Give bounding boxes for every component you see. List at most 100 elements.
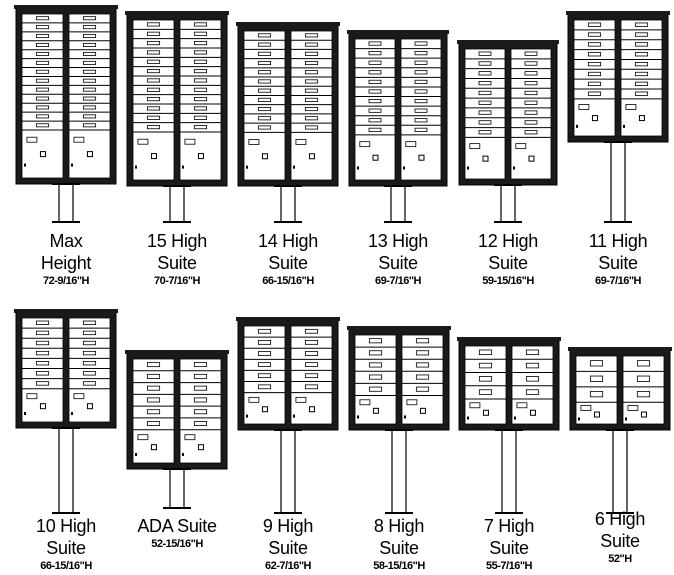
parcel-label	[359, 399, 371, 406]
suite-name: ADA Suite	[137, 516, 217, 536]
compartment-lock	[146, 373, 161, 379]
suite-name: 15 High	[147, 231, 207, 251]
suite-name-line2: Suite	[268, 253, 308, 273]
compartment-lock	[304, 97, 319, 102]
compartment-lock	[589, 375, 604, 382]
compartment-lock	[634, 61, 649, 67]
compartment-lock	[193, 31, 208, 36]
compartment-lock	[35, 114, 50, 119]
compartment-lock	[368, 41, 382, 46]
compartment-lock	[146, 31, 161, 36]
compartment-lock	[525, 389, 540, 395]
compartment-lock	[35, 350, 50, 356]
compartment-lock	[304, 107, 319, 112]
parcel-hinge	[182, 165, 184, 169]
compartment-lock	[525, 362, 540, 369]
compartment-lock	[82, 350, 97, 356]
compartment-lock	[304, 70, 319, 75]
compartment-lock	[146, 115, 161, 120]
compartment-lock	[478, 376, 493, 382]
compartment-lock	[146, 97, 161, 102]
compartment-lock	[82, 381, 97, 386]
parcel-lock	[86, 151, 93, 158]
suite-name-line2: Suite	[488, 253, 528, 273]
parcel-hinge	[578, 417, 580, 421]
compartment-lock	[478, 110, 492, 115]
compartment-lock	[634, 71, 649, 77]
parcel-lock	[482, 155, 489, 162]
compartment-lock	[193, 69, 208, 74]
parcel-lock	[593, 411, 600, 418]
compartment-lock	[82, 43, 97, 47]
compartment-lock	[257, 79, 272, 84]
compartment-lock	[368, 79, 382, 84]
compartment-lock	[304, 116, 319, 121]
cabinet-cap	[125, 11, 229, 15]
compartment-lock	[193, 78, 208, 83]
compartment-lock	[304, 340, 319, 345]
compartment-lock	[524, 51, 538, 56]
compartment-lock	[368, 362, 383, 368]
compartment-lock	[368, 108, 382, 113]
parcel-lock	[419, 407, 426, 414]
parcel-lock	[482, 409, 489, 416]
compartment-lock	[525, 349, 540, 356]
compartment-lock	[587, 91, 602, 96]
compartment-lock	[146, 362, 161, 368]
compartment-lock	[478, 51, 492, 56]
compartment-lock	[478, 130, 492, 135]
suite-height-dimension: 69-7/16"H	[595, 275, 641, 287]
parcel-hinge	[623, 124, 625, 128]
compartment-lock	[525, 376, 540, 382]
parcel-lock	[150, 153, 157, 160]
compartment-lock	[146, 78, 161, 83]
compartment-lock	[304, 88, 319, 93]
compartment-lock	[524, 81, 538, 86]
suite-height-dimension: 58-15/16"H	[373, 560, 425, 572]
suite-name: 8 High	[373, 516, 425, 536]
compartment-lock	[304, 33, 319, 38]
compartment-lock	[478, 100, 492, 105]
suite-name-line2: Suite	[268, 538, 308, 558]
compartment-lock	[368, 118, 382, 123]
parcel-hinge	[71, 412, 73, 416]
compartment-lock	[587, 71, 602, 77]
compartment-lock	[35, 330, 50, 336]
compartment-lock	[193, 385, 208, 391]
compartment-lock	[257, 125, 272, 130]
compartment-lock	[146, 50, 161, 55]
compartment-lock	[35, 381, 50, 386]
compartment-lock	[368, 70, 382, 75]
parcel-lock	[372, 407, 379, 414]
compartment-lock	[415, 350, 430, 356]
parcel-label	[516, 402, 528, 409]
parcel-hinge	[625, 417, 627, 421]
compartment-lock	[257, 60, 272, 66]
compartment-lock	[146, 385, 161, 391]
compartment-lock	[478, 71, 492, 76]
suite-name-line2: Suite	[489, 538, 529, 558]
compartment-lock	[146, 397, 161, 403]
compartment-lock	[587, 22, 602, 27]
compartment-lock	[257, 51, 272, 56]
compartment-lock	[35, 105, 50, 110]
compartment-lock	[257, 373, 272, 379]
compartment-lock	[35, 78, 50, 83]
parcel-label	[469, 143, 481, 150]
parcel-lock	[418, 154, 425, 161]
suite-name: 11 High	[588, 231, 648, 251]
compartment-lock	[82, 330, 97, 336]
parcel-label	[26, 393, 38, 400]
compartment-lock	[193, 22, 208, 27]
compartment-lock	[146, 421, 161, 426]
pedestal-post	[612, 429, 628, 514]
compartment-lock	[193, 59, 208, 64]
